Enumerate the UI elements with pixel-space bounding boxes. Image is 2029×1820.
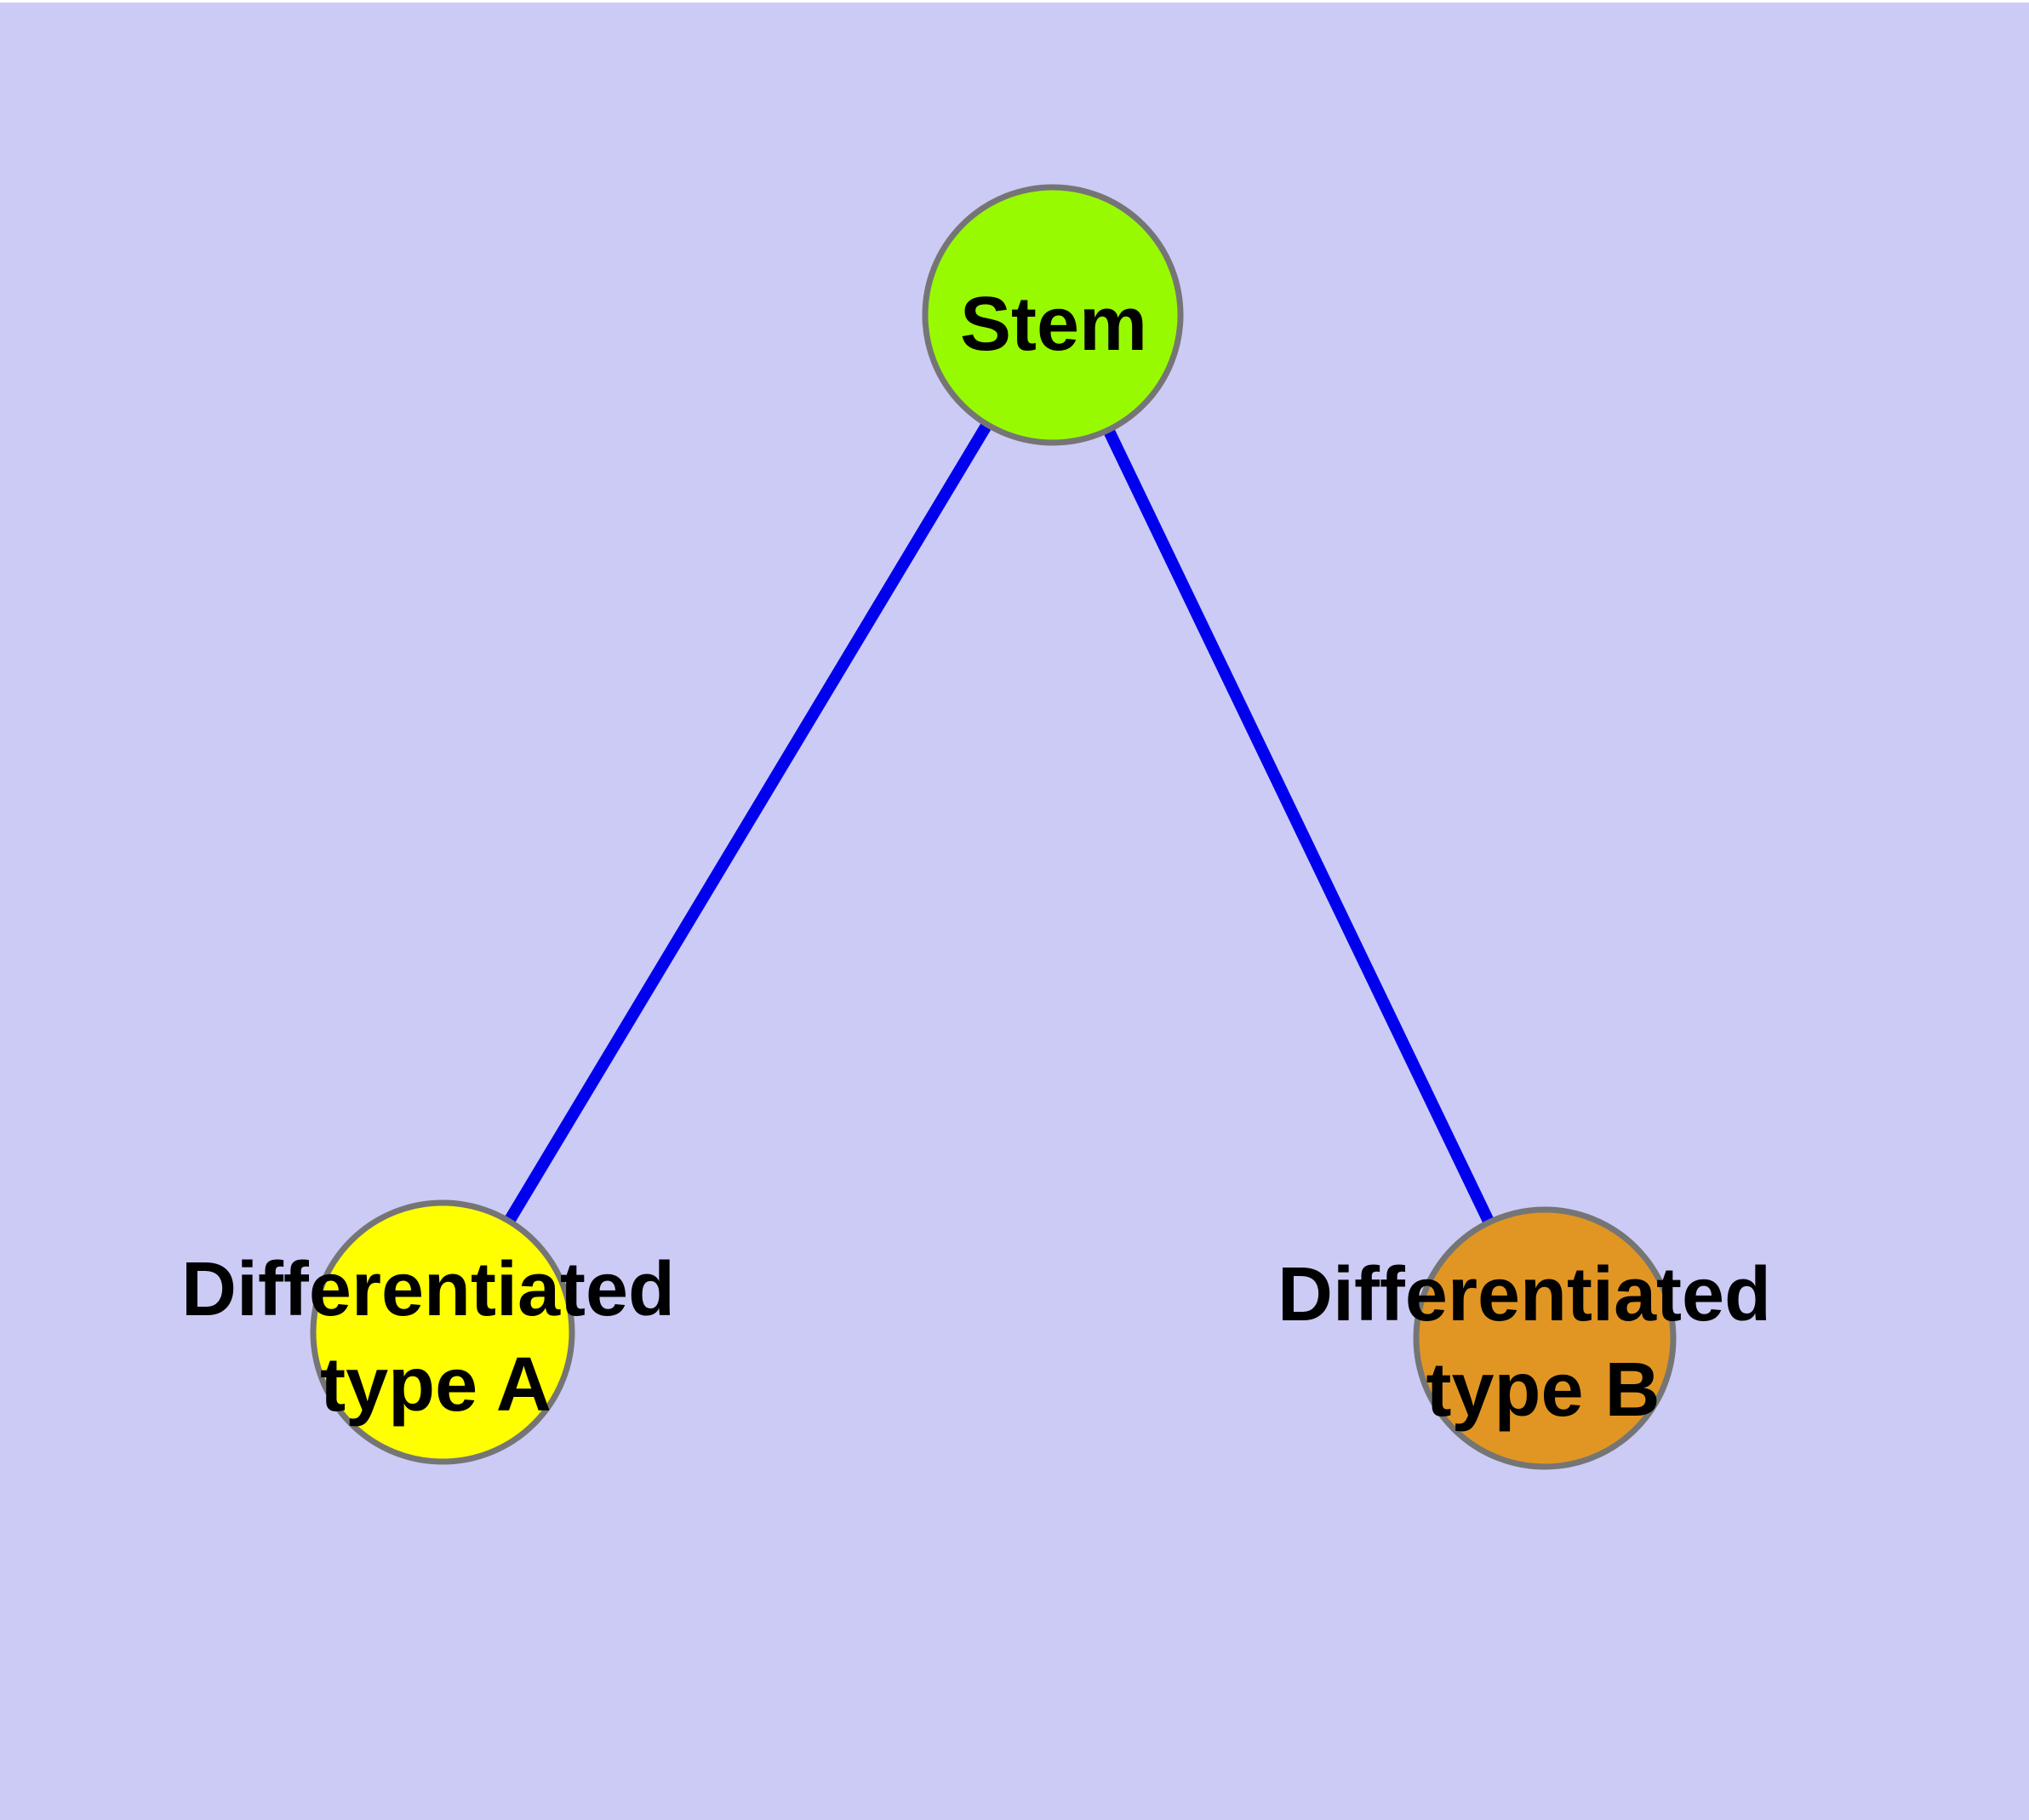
node-type-b-label-line2: type B: [1426, 1348, 1660, 1433]
node-type-a-label-line1: Differentiated: [181, 1247, 675, 1332]
node-stem-label: Stem: [960, 282, 1147, 367]
edge-stem-to-type-a: [499, 414, 997, 1232]
node-type-b-label-line1: Differentiated: [1277, 1252, 1771, 1337]
node-type-a-label-line2: type A: [320, 1342, 552, 1428]
node-differentiated-type-b: [1413, 1206, 1677, 1470]
edge-stem-to-type-b: [1099, 419, 1499, 1233]
node-stem: [922, 184, 1184, 446]
node-differentiated-type-a: [310, 1199, 575, 1465]
